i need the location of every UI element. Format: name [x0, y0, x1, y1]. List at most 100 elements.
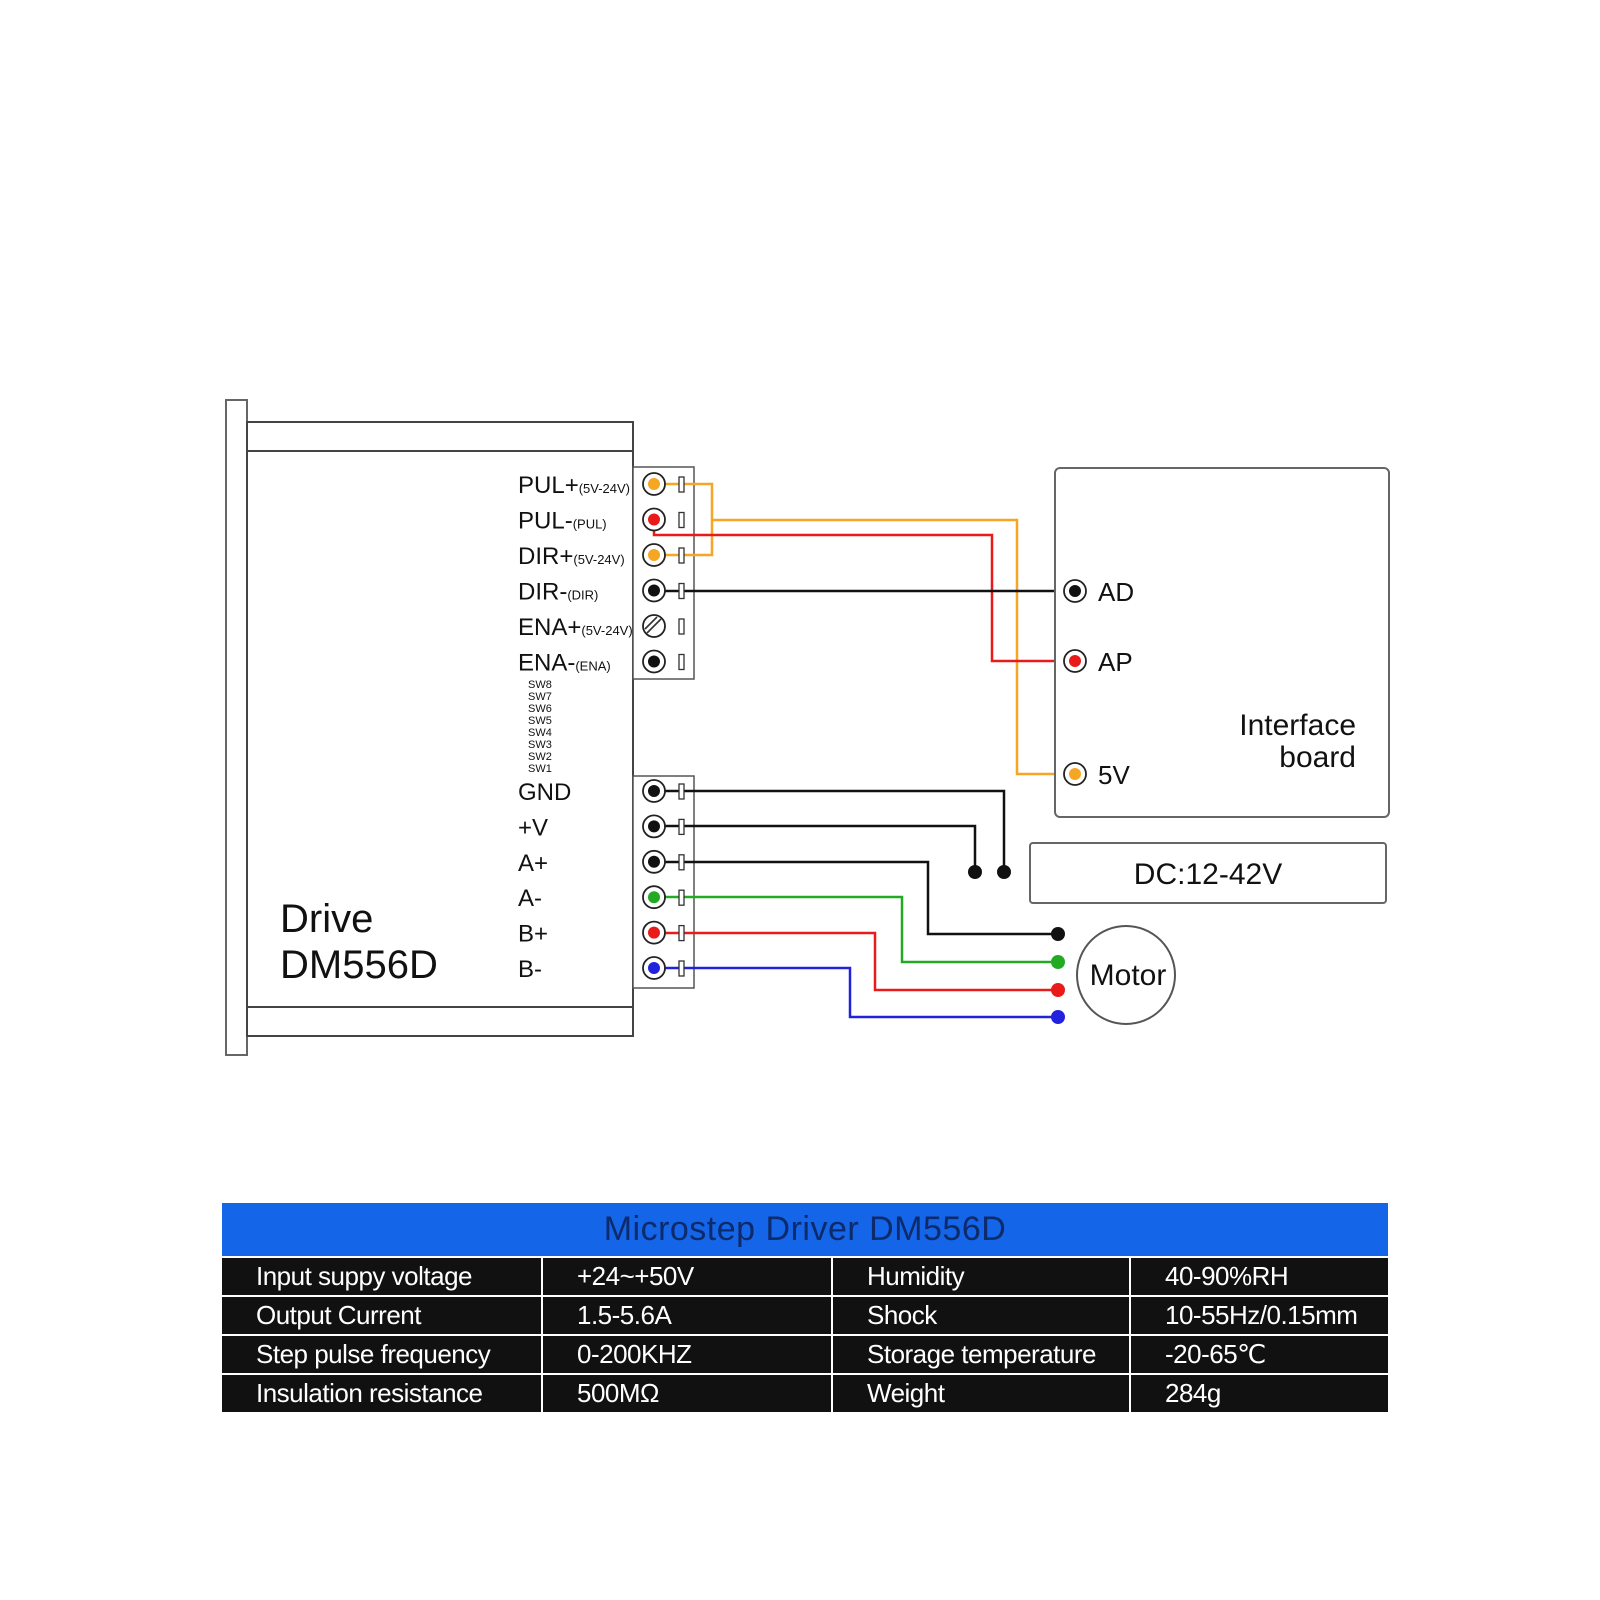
signal-terminal-pul-plus: [642, 472, 685, 496]
switch-label-sw7: SW7: [528, 691, 552, 703]
spec-label-cell: Storage temperature: [831, 1334, 1130, 1374]
wire-5v-orange: [712, 518, 1075, 776]
terminal-slot: [678, 653, 685, 671]
signal-label-main: DIR+: [518, 543, 573, 570]
spec-value-cell: 0-200KHZ: [541, 1334, 832, 1374]
power-supply-label: DC:12-42V: [1134, 858, 1282, 891]
power-terminal-plusv: [642, 814, 685, 839]
signal-label-sub: (5V-24V): [573, 552, 624, 567]
terminal-slot: [678, 582, 685, 600]
spec-label-cell: Step pulse frequency: [222, 1334, 542, 1374]
spec-label-cell: Output Current: [222, 1295, 542, 1335]
terminal-dot: [648, 926, 660, 939]
power-terminal-screws: [642, 779, 685, 980]
interface-board-label-line1: Interface: [1239, 709, 1356, 742]
spec-value-cell: +24~+50V: [541, 1256, 832, 1296]
spec-table-header-row: Microstep Driver DM556D: [222, 1203, 1388, 1257]
terminal-slot: [678, 924, 685, 942]
signal-terminal-block: [632, 466, 695, 680]
signal-label-dir-minus: DIR-(DIR): [518, 579, 598, 606]
switch-label-sw4: SW4: [528, 727, 552, 739]
signal-terminal-dir-minus: [642, 578, 685, 603]
signal-label-main: DIR-: [518, 579, 567, 606]
board-pin-5v: 5V: [1063, 760, 1130, 790]
spec-label-cell: Weight: [831, 1373, 1130, 1412]
signal-label-sub: (PUL): [573, 517, 607, 532]
wire-gnd-black: [654, 789, 1006, 872]
terminal-dot: [648, 962, 660, 974]
pin-dot: [1069, 655, 1081, 667]
signal-label-sub: (ENA): [575, 659, 610, 674]
power-terminal-block: [632, 775, 695, 989]
terminal-slot: [678, 854, 685, 871]
spec-label-cell: Humidity: [831, 1256, 1130, 1296]
driver-housing: Drive DM556D: [225, 399, 634, 1056]
board-pin-label: AP: [1098, 647, 1133, 677]
gnd-end-dot: [997, 865, 1011, 879]
switch-label-sw6: SW6: [528, 703, 552, 715]
signal-label-main: ENA+: [518, 614, 581, 641]
terminal-dot: [648, 513, 660, 526]
terminal-dot: [648, 584, 660, 597]
board-pin-label: AD: [1098, 577, 1134, 607]
spec-label-cell: Insulation resistance: [222, 1373, 542, 1412]
wire-b-minus-blue: [654, 966, 1058, 1019]
power-supply: DC:12-42V: [1029, 842, 1387, 904]
wire-end-dots: [968, 865, 1065, 1024]
switch-label-sw2: SW2: [528, 751, 552, 763]
interface-board-pins: AD AP 5V: [1063, 577, 1134, 790]
power-label-gnd: GND: [518, 779, 571, 806]
vplus-end-dot: [968, 865, 982, 879]
interface-board-box: [1054, 467, 1390, 818]
signal-label-pul-minus: PUL-(PUL): [518, 508, 607, 535]
wire-vplus-black: [654, 824, 977, 872]
power-label-a-minus: A-: [518, 885, 542, 912]
signal-label-sub: (5V-24V): [579, 481, 630, 496]
motor-lead-b-plus-dot: [1051, 983, 1065, 997]
signal-label-sub: (5V-24V): [581, 623, 632, 638]
motor: Motor: [1076, 925, 1176, 1025]
spec-table-title: Microstep Driver DM556D: [222, 1203, 1388, 1257]
power-terminal-b-minus: [642, 956, 685, 980]
power-label-plusv: +V: [518, 814, 548, 841]
motor-lead-a-minus-dot: [1051, 955, 1065, 969]
spec-value-cell: 1.5-5.6A: [541, 1295, 832, 1335]
spec-value-cell: 10-55Hz/0.15mm: [1129, 1295, 1388, 1335]
signal-terminal-ena-plus: [642, 614, 685, 638]
terminal-dot: [648, 855, 660, 868]
terminal-slot: [678, 818, 685, 836]
power-terminal-labels: GND+VA+A-B+B-: [518, 779, 571, 983]
signal-terminal-dir-plus: [642, 543, 685, 567]
terminal-slot: [678, 618, 685, 635]
signal-terminal-pul-minus: [642, 507, 685, 532]
terminal-slot: [678, 547, 685, 564]
terminal-dot: [648, 655, 660, 668]
spec-label-cell: Input suppy voltage: [222, 1256, 542, 1296]
screw-slash-icon: [644, 616, 658, 630]
power-terminal-a-plus: [642, 849, 685, 874]
terminal-dot: [648, 478, 660, 490]
terminal-dot: [648, 785, 660, 797]
pin-dot: [1069, 585, 1081, 597]
terminal-dot: [648, 820, 660, 833]
terminal-slot: [678, 476, 685, 493]
wire-a-plus-black: [654, 860, 1058, 936]
terminal-dot: [648, 891, 660, 904]
spec-value-cell: 40-90%RH: [1129, 1256, 1388, 1296]
motor-lead-b-minus-dot: [1051, 1010, 1065, 1024]
driver-body: [246, 450, 634, 1008]
signal-label-ena-plus: ENA+(5V-24V): [518, 614, 633, 641]
board-pin-ad: AD: [1063, 577, 1134, 607]
spec-value-cell: -20-65℃: [1129, 1334, 1388, 1374]
switch-label-sw5: SW5: [528, 715, 552, 727]
pin-dot: [1069, 768, 1081, 780]
driver-mounting-flange: [225, 399, 248, 1056]
